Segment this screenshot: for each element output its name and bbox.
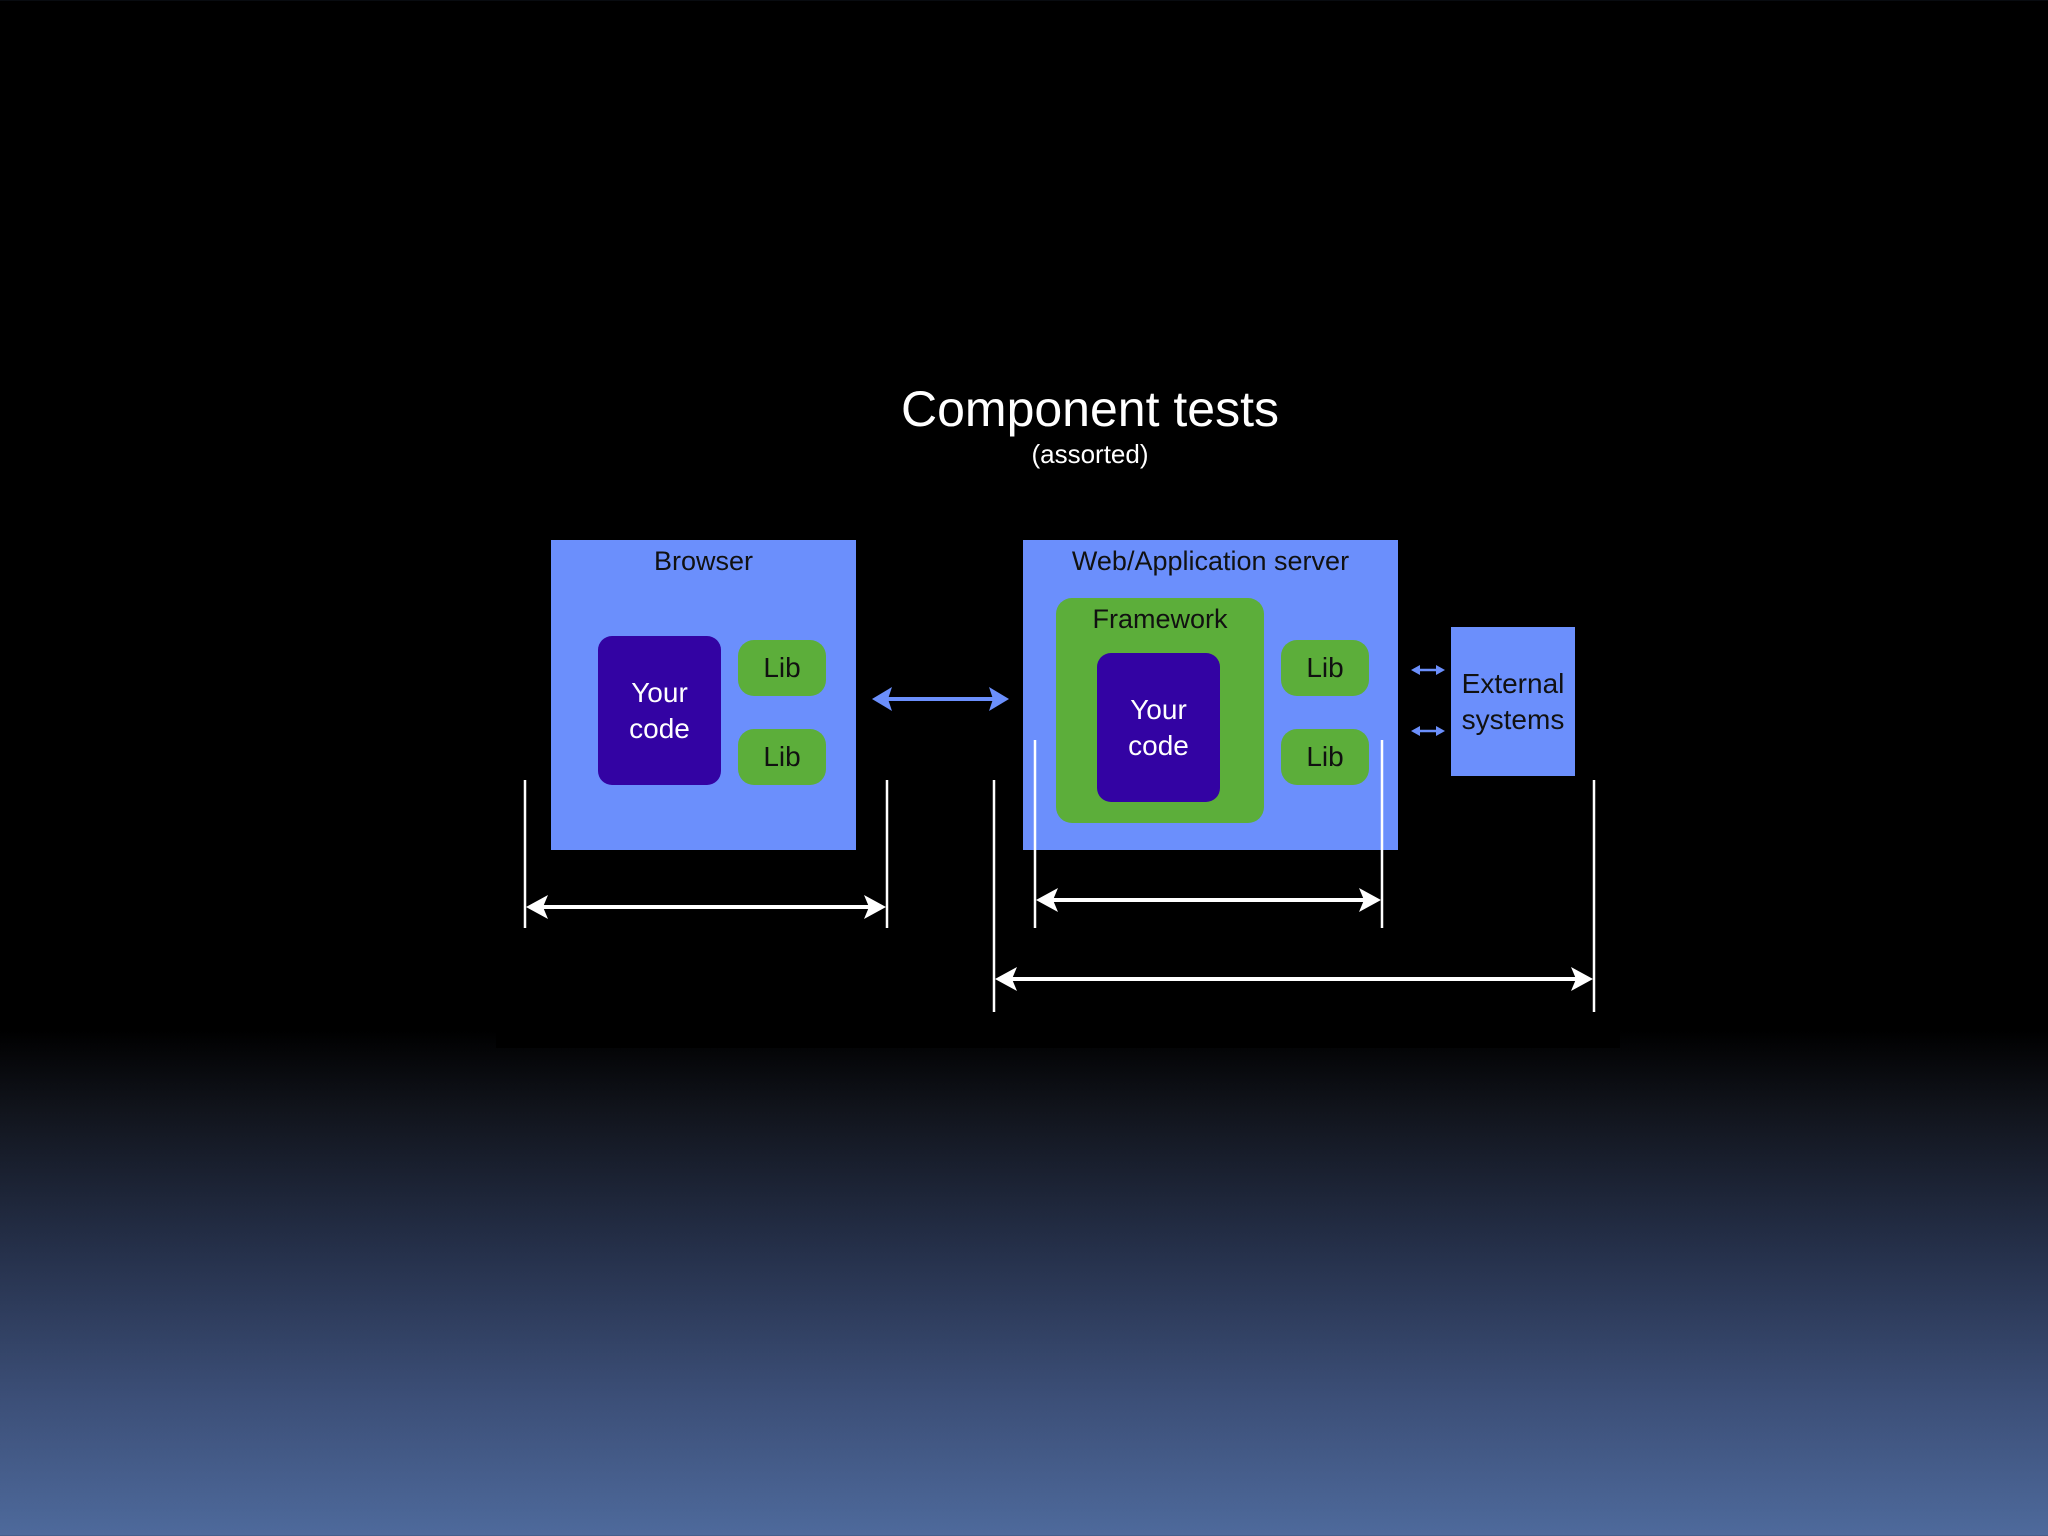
server-external-arrow-bottom	[1411, 726, 1445, 736]
browser-server-connector-arrow	[872, 687, 1009, 711]
slide-title: Component tests	[901, 381, 1279, 437]
server-external-arrow-top	[1411, 665, 1445, 675]
browser-lib-bottom: Lib	[738, 729, 826, 785]
browser-your-code-box: Your code	[598, 636, 721, 785]
server-lib-top: Lib	[1281, 640, 1369, 696]
server-lib-bottom: Lib	[1281, 729, 1369, 785]
slide-subtitle: (assorted)	[1031, 439, 1149, 469]
server-box: Web/Application server Framework Your co…	[1023, 540, 1398, 850]
server-external-scope-bracket	[992, 780, 1596, 1012]
framework-scope-bracket	[1033, 740, 1384, 928]
framework-label: Framework	[1092, 604, 1228, 634]
browser-lib-top: Lib	[738, 640, 826, 696]
external-systems-box: External systems	[1451, 627, 1575, 776]
browser-scope-bracket	[523, 780, 889, 928]
server-your-code-box: Your code	[1097, 653, 1220, 802]
framework-box: Framework Your code	[1056, 598, 1264, 823]
browser-label: Browser	[653, 546, 754, 576]
server-label: Web/Application server	[1071, 546, 1350, 576]
browser-box: Browser Your code Lib Lib	[551, 540, 856, 850]
